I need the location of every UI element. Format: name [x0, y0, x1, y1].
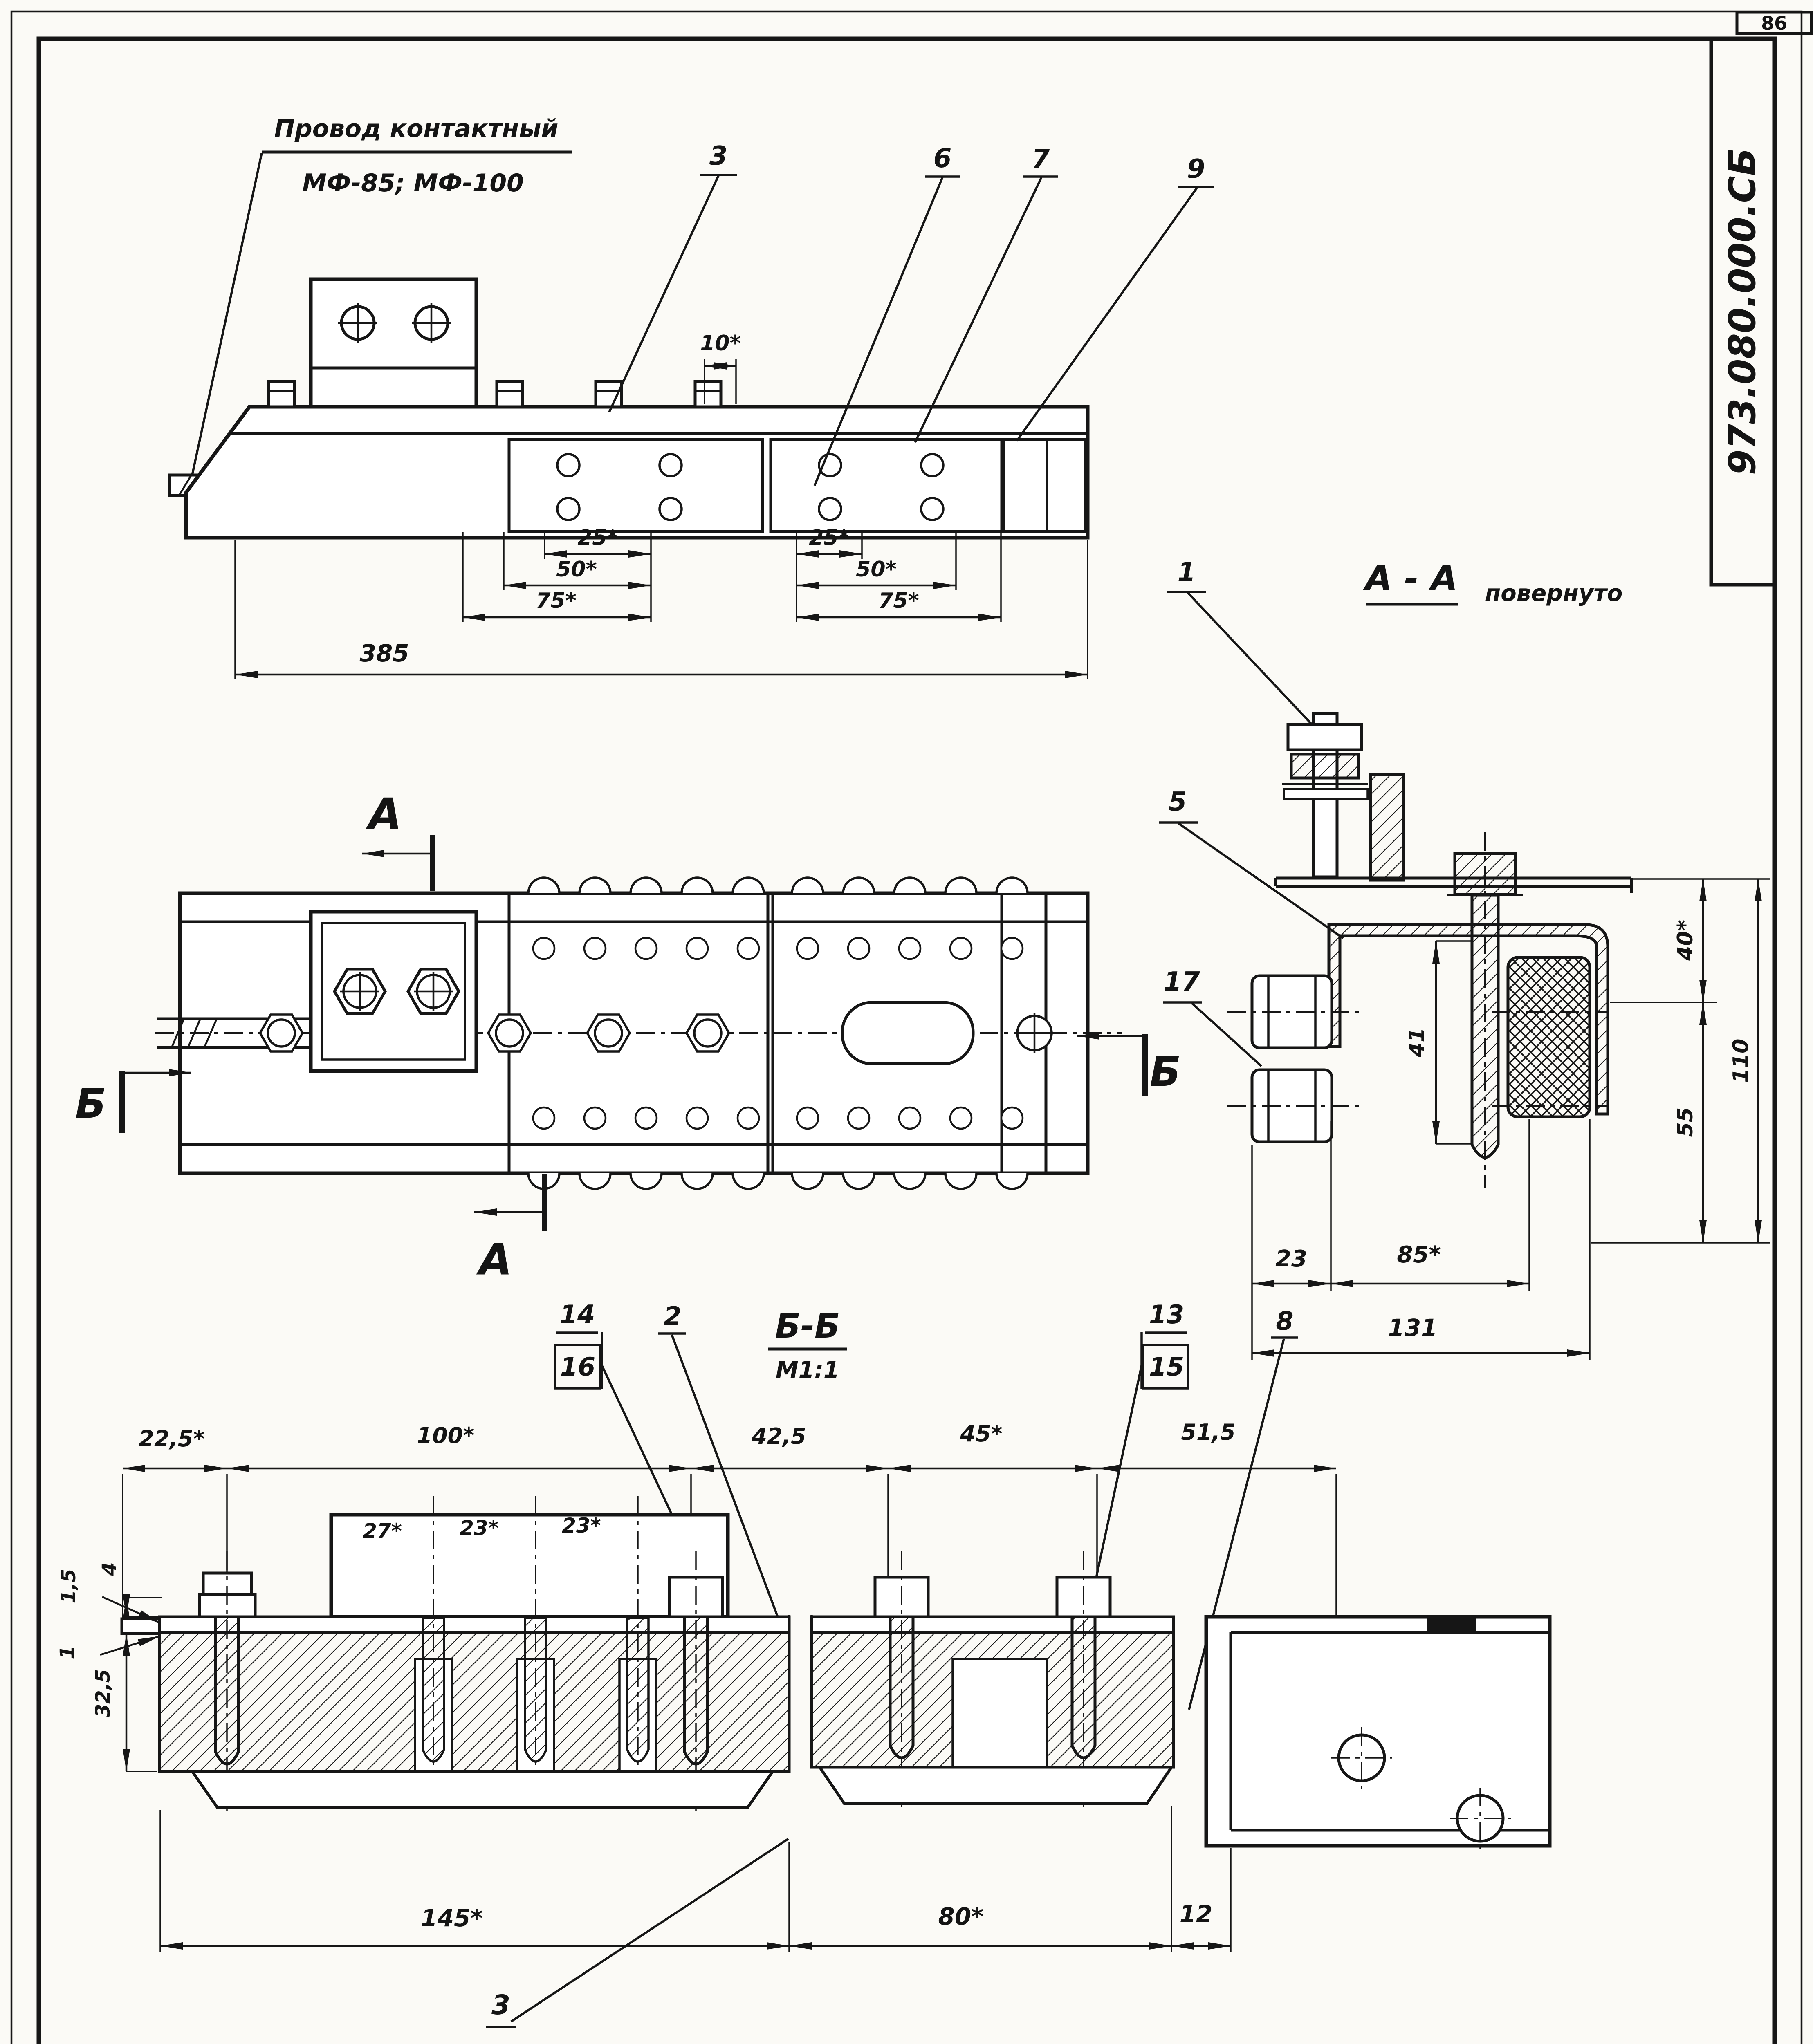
dim-41: 41	[1405, 1027, 1429, 1058]
dim-42-5: 42,5	[752, 1423, 806, 1449]
callout-2: 2	[664, 1301, 682, 1331]
section-mark-b-left: Б	[75, 1080, 107, 1127]
section-mark-a-bottom: А	[479, 1235, 512, 1285]
dim-23b: 23*	[562, 1514, 601, 1537]
callout-6: 6	[933, 143, 952, 174]
wire-label-line1: Провод контактный	[274, 114, 559, 143]
dim-1: 1	[56, 1645, 79, 1659]
callout-1: 1	[1177, 557, 1196, 587]
callout-9: 9	[1187, 154, 1205, 184]
dim-25-left: 25*	[577, 526, 618, 550]
section-mark-a-top: А	[368, 789, 402, 839]
dim-110: 110	[1729, 1038, 1753, 1083]
dim-131: 131	[1388, 1314, 1438, 1342]
callout-13: 13	[1149, 1300, 1185, 1329]
wire-label-line2: МФ-85; МФ-100	[302, 169, 524, 197]
callout-3-bottom: 3	[491, 1989, 510, 2021]
callout-3: 3	[709, 141, 728, 171]
bb-section-drawing	[100, 1331, 1552, 2028]
dim-12: 12	[1179, 1900, 1213, 1928]
callout-16: 16	[560, 1352, 596, 1382]
bb-view-title: Б-Б	[775, 1307, 840, 1346]
dim-50-left: 50*	[556, 557, 597, 582]
dim-22-5: 22,5*	[139, 1426, 205, 1452]
dim-4: 4	[98, 1562, 121, 1576]
plan-view-drawing	[119, 835, 1148, 1231]
page-number: 86	[1761, 12, 1788, 34]
dim-80: 80*	[938, 1903, 984, 1930]
dim-32-5: 32,5	[92, 1669, 114, 1718]
dim-385: 385	[359, 639, 409, 667]
callout-15: 15	[1149, 1352, 1185, 1382]
aa-view-note: повернуто	[1485, 580, 1623, 607]
callout-17: 17	[1163, 967, 1200, 997]
dim-23: 23	[1275, 1246, 1307, 1272]
wire-label-leader	[191, 150, 572, 475]
callout-7: 7	[1031, 144, 1050, 175]
dim-27: 27*	[363, 1519, 402, 1543]
aa-view-drawing	[1159, 591, 1770, 1360]
dim-75-right: 75*	[878, 589, 919, 613]
dim-1-5: 1,5	[57, 1569, 80, 1604]
aa-view-title: А - А	[1365, 558, 1458, 599]
dim-45: 45*	[960, 1421, 1003, 1447]
dim-100: 100*	[417, 1423, 475, 1448]
dim-40: 40*	[1673, 920, 1698, 961]
bb-view-scale: М1:1	[775, 1357, 840, 1383]
dim-51-5: 51,5	[1181, 1419, 1236, 1445]
sheet-frame	[10, 10, 1813, 2044]
dim-145: 145*	[421, 1904, 483, 1932]
dim-55: 55	[1673, 1107, 1698, 1137]
callout-14: 14	[559, 1300, 595, 1329]
dim-23a: 23*	[460, 1516, 499, 1540]
dim-75-left: 75*	[536, 589, 577, 613]
callout-8: 8	[1276, 1306, 1294, 1336]
dim-10: 10*	[700, 331, 741, 356]
vertical-stamp-doc-number: 973.080.000.СБ	[1721, 148, 1764, 475]
dim-85: 85*	[1397, 1242, 1441, 1268]
callout-5: 5	[1168, 787, 1187, 817]
dim-50-right: 50*	[856, 557, 897, 582]
dim-25-right: 25*	[809, 526, 850, 550]
section-mark-b-right: Б	[1149, 1048, 1181, 1096]
front-view-drawing	[168, 174, 1214, 679]
